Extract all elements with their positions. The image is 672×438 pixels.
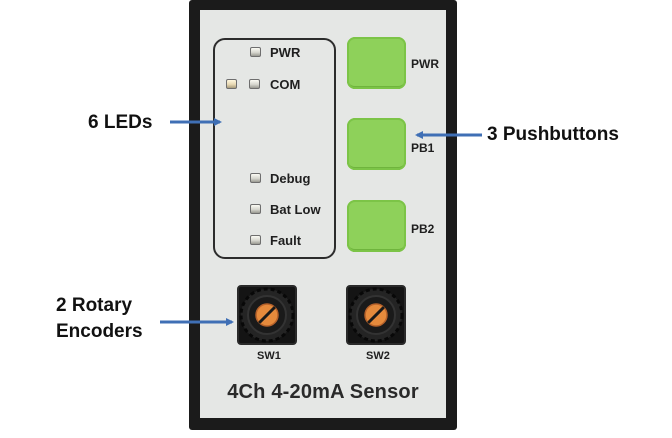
debug-led: [250, 173, 261, 183]
pb2-pushbutton-label: PB2: [411, 222, 435, 236]
pushbuttons-callout: 3 Pushbuttons: [487, 124, 619, 145]
leds-callout: 6 LEDs: [88, 112, 153, 133]
com-led-label: COM: [270, 77, 301, 92]
sw1-rotary-encoder[interactable]: [236, 284, 298, 346]
pb1-pushbutton-label: PB1: [411, 141, 435, 155]
bat-low-led: [250, 204, 261, 214]
fault-led: [250, 235, 261, 245]
sw1-label: SW1: [257, 350, 281, 362]
pwr-led-label: PWR: [270, 45, 301, 60]
sw2-rotary-encoder[interactable]: [345, 284, 407, 346]
pwr-led: [250, 47, 261, 57]
led-panel: [213, 38, 336, 259]
bat-low-led-label: Bat Low: [270, 202, 321, 217]
encoders-callout: 2 Rotary Encoders: [56, 293, 143, 345]
encoders-callout-line2: Encoders: [56, 321, 143, 342]
com-led-2: [249, 79, 260, 89]
com-led-1: [226, 79, 237, 89]
pb1-pushbutton[interactable]: [347, 118, 406, 170]
pb2-pushbutton[interactable]: [347, 200, 406, 252]
sw2-label: SW2: [366, 350, 390, 362]
debug-led-label: Debug: [270, 171, 311, 186]
pwr-pushbutton-label: PWR: [411, 57, 439, 71]
encoders-callout-line1: 2 Rotary: [56, 295, 133, 316]
pwr-pushbutton[interactable]: [347, 37, 406, 89]
device-title: 4Ch 4-20mA Sensor: [227, 381, 419, 403]
fault-led-label: Fault: [270, 233, 302, 248]
